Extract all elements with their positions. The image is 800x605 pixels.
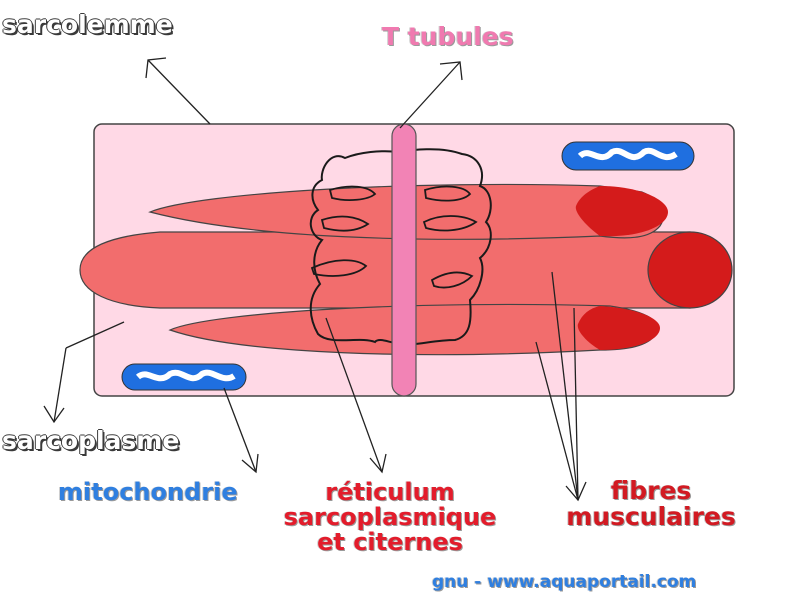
mitochondrion-bottom: [121, 363, 247, 391]
reticulum-cistern-middle-right: [422, 215, 478, 232]
pointer-t-tubules: [399, 61, 463, 129]
pointer-mitochondrie: [223, 387, 259, 474]
label-fibres-line-2: musculaires: [566, 502, 736, 532]
label-fibres: fibres musculaires: [540, 476, 762, 532]
label-reticulum-line-2: sarcoplasmique: [283, 503, 497, 532]
pointer-sarcoplasme: [43, 321, 125, 424]
label-fibres-line-1: fibres: [610, 476, 692, 505]
muscle-fiber-top-end: [575, 186, 668, 237]
reticulum-cistern-lower-left: [310, 259, 368, 277]
pointer-reticulum: [325, 317, 387, 474]
muscle-fiber-middle: [79, 231, 691, 309]
label-sarcolemme: sarcolemme: [2, 10, 173, 39]
muscle-fiber-middle-end: [647, 231, 733, 309]
label-sarcoplasme: sarcoplasme: [2, 426, 180, 455]
muscle-fiber-bottom-end: [577, 306, 660, 350]
label-mitochondrie: mitochondrie: [58, 478, 238, 506]
sarcoplasmic-reticulum: [309, 148, 492, 346]
mitochondrion-top: [561, 141, 695, 171]
credit-text: gnu - www.aquaportail.com: [432, 572, 697, 592]
pointer-sarcolemme: [145, 57, 211, 125]
pointer-fibres: [535, 271, 587, 502]
reticulum-cistern-upper-left: [328, 185, 377, 201]
label-t-tubules: T tubules: [382, 22, 514, 51]
label-reticulum: réticulum sarcoplasmique et citernes: [250, 478, 530, 557]
reticulum-cistern-middle-left: [320, 215, 370, 232]
label-reticulum-line-1: réticulum: [325, 478, 455, 506]
reticulum-cistern-lower-right: [430, 271, 474, 289]
label-reticulum-line-3: et citernes: [317, 528, 463, 557]
reticulum-cistern-upper-right: [424, 185, 472, 202]
t-tubule: [391, 123, 417, 397]
